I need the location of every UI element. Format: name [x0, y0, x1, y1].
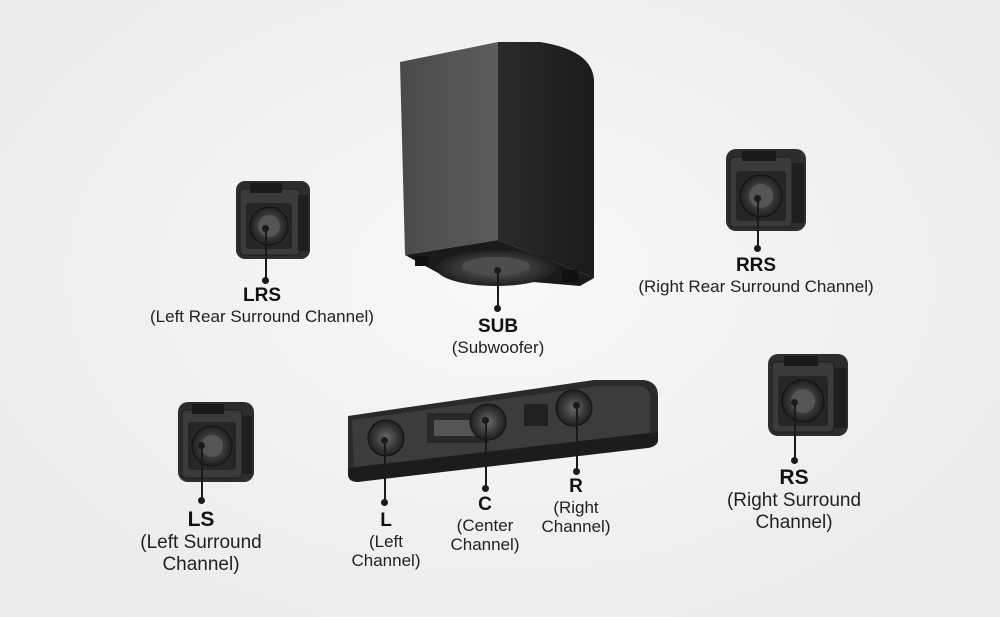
rrs-speaker-image: [726, 149, 806, 231]
lrs-label: LRS (Left Rear Surround Channel): [131, 285, 393, 326]
rs-desc-line-2: Channel): [755, 511, 833, 533]
rs-label: RS (Right Surround Channel): [703, 466, 885, 534]
sub-leader-line: [494, 267, 500, 312]
c-desc-line-2: Channel): [450, 535, 520, 555]
r-label: R (Right Channel): [526, 476, 626, 537]
c-label: C (Center Channel): [435, 494, 535, 555]
r-desc-line-1: (Right: [553, 497, 599, 517]
l-code: L: [380, 510, 392, 531]
r-code: R: [569, 476, 583, 497]
rrs-label: RRS (Right Rear Surround Channel): [616, 255, 896, 296]
ls-code: LS: [187, 508, 215, 531]
rs-code: RS: [779, 466, 809, 489]
l-desc-line-2: Channel): [351, 551, 421, 571]
lrs-leader-line: [262, 225, 268, 284]
sub-label: SUB (Subwoofer): [430, 316, 566, 357]
l-leader-line: [381, 437, 387, 506]
rrs-code: RRS: [735, 255, 777, 276]
lrs-speaker-image: [236, 181, 310, 259]
ls-desc-line-2: Channel): [162, 553, 240, 575]
c-code: C: [478, 494, 492, 515]
rs-desc-line-1: (Right Surround: [726, 490, 862, 512]
r-desc-line-2: Channel): [541, 517, 611, 537]
ls-leader-line: [198, 442, 204, 504]
c-desc-line-1: (Center: [456, 515, 514, 535]
rs-leader-line: [791, 399, 797, 464]
r-leader-line: [573, 402, 579, 475]
lrs-code: LRS: [243, 285, 281, 306]
rs-speaker-image: [768, 354, 848, 436]
ls-speaker-image: [178, 402, 254, 482]
lrs-desc: (Left Rear Surround Channel): [150, 306, 374, 326]
ls-desc-line-1: (Left Surround: [140, 532, 262, 554]
rrs-leader-line: [754, 195, 760, 252]
l-label: L (Left Channel): [336, 510, 436, 571]
rrs-desc: (Right Rear Surround Channel): [638, 276, 874, 296]
sub-desc: (Subwoofer): [451, 337, 545, 357]
c-leader-line: [482, 417, 488, 492]
soundbar-image: [348, 380, 658, 482]
sub-code: SUB: [477, 316, 519, 337]
l-desc-line-1: (Left: [368, 531, 404, 551]
ls-label: LS (Left Surround Channel): [120, 508, 282, 576]
